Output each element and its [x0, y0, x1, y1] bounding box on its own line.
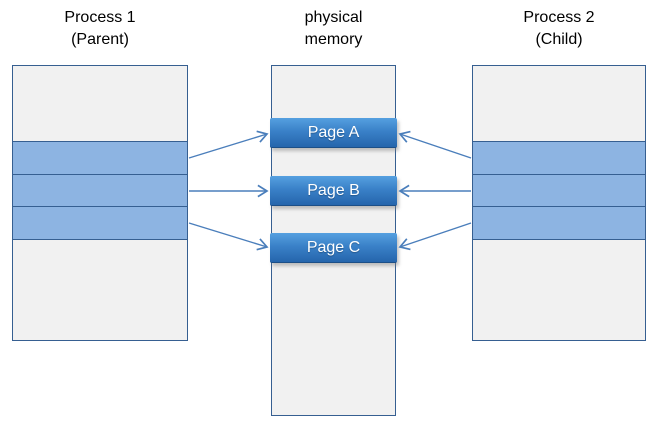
process1-shared-band-b	[12, 174, 188, 207]
physical-memory-title-line2: memory	[304, 31, 363, 48]
process2-shared-band-b	[472, 174, 646, 207]
process2-title: Process 2 (Child)	[472, 7, 646, 51]
physical-memory-title: physical memory	[271, 7, 396, 51]
arrow-child-to-page-c	[398, 222, 472, 251]
page-c-block: Page C	[270, 233, 397, 263]
process1-title-line2: (Parent)	[71, 31, 129, 48]
arrow-parent-to-page-a	[188, 130, 269, 159]
process2-title-line2: (Child)	[535, 31, 583, 48]
physical-memory-title-line1: physical	[304, 9, 363, 26]
arrow-child-to-page-a	[398, 130, 472, 159]
arrow-parent-to-page-c	[188, 222, 269, 251]
page-a-block: Page A	[270, 118, 397, 148]
process1-title-line1: Process 1	[64, 9, 136, 26]
process2-shared-band-c	[472, 206, 646, 240]
process2-title-line1: Process 2	[523, 9, 595, 26]
process2-shared-band-a	[472, 141, 646, 175]
page-b-block: Page B	[270, 176, 397, 206]
process1-title: Process 1 (Parent)	[12, 7, 188, 51]
process1-shared-band-a	[12, 141, 188, 175]
process1-shared-band-c	[12, 206, 188, 240]
